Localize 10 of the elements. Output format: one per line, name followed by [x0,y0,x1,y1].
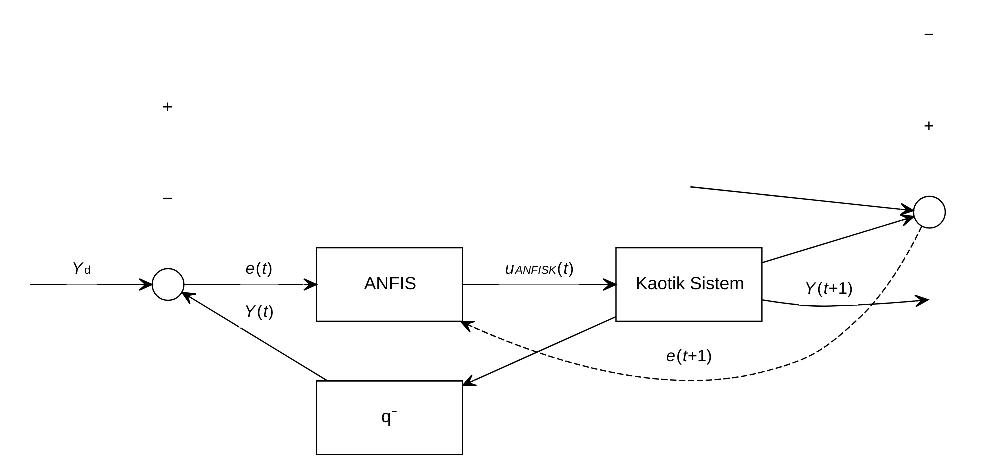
edge-label: Y(t) [244,302,274,321]
label: + [162,97,173,118]
label: − [162,188,173,208]
edge-label: e(t+1) [666,347,712,366]
edge-label: e(t) [246,260,273,278]
edge-label: uANFISK(t) [505,260,574,278]
edge-label: Yd [72,260,91,278]
label: − [924,24,934,45]
label: + [924,116,934,136]
edge-label: Y(t+1) [804,280,854,298]
